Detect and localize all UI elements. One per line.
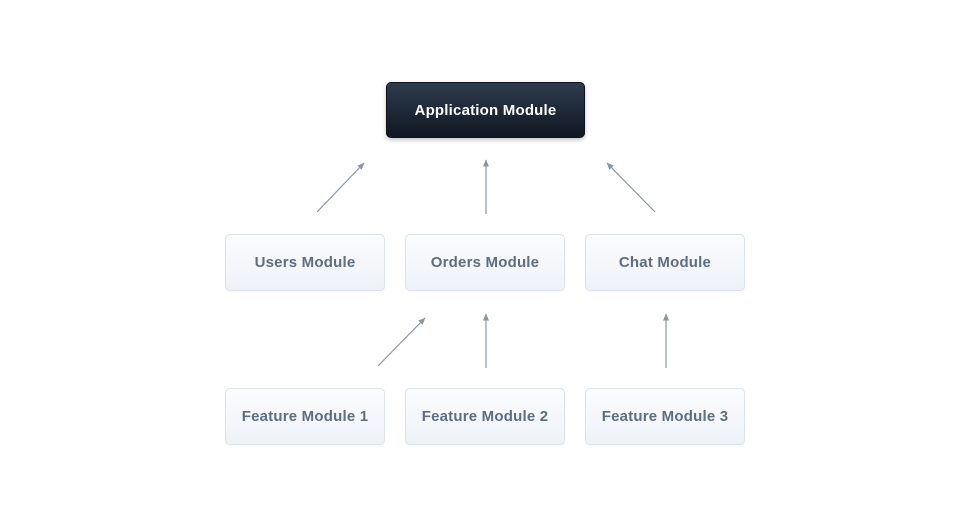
node-application-module: Application Module (386, 82, 585, 138)
arrow-feature-module-1-to-orders-module (377, 317, 426, 367)
node-label: Application Module (414, 101, 557, 119)
node-users-module: Users Module (225, 234, 385, 291)
node-label: Feature Module 1 (241, 408, 369, 425)
node-feature-module-2: Feature Module 2 (405, 388, 565, 445)
node-label: Chat Module (618, 254, 712, 271)
node-orders-module: Orders Module (405, 234, 565, 291)
node-chat-module: Chat Module (585, 234, 745, 291)
arrow-users-module-to-application-module (316, 162, 365, 213)
node-label: Users Module (254, 254, 356, 271)
node-label: Feature Module 2 (421, 408, 549, 425)
node-feature-module-3: Feature Module 3 (585, 388, 745, 445)
arrow-chat-module-to-application-module (606, 162, 656, 213)
node-label: Orders Module (430, 254, 540, 271)
node-label: Feature Module 3 (601, 408, 729, 425)
node-feature-module-1: Feature Module 1 (225, 388, 385, 445)
